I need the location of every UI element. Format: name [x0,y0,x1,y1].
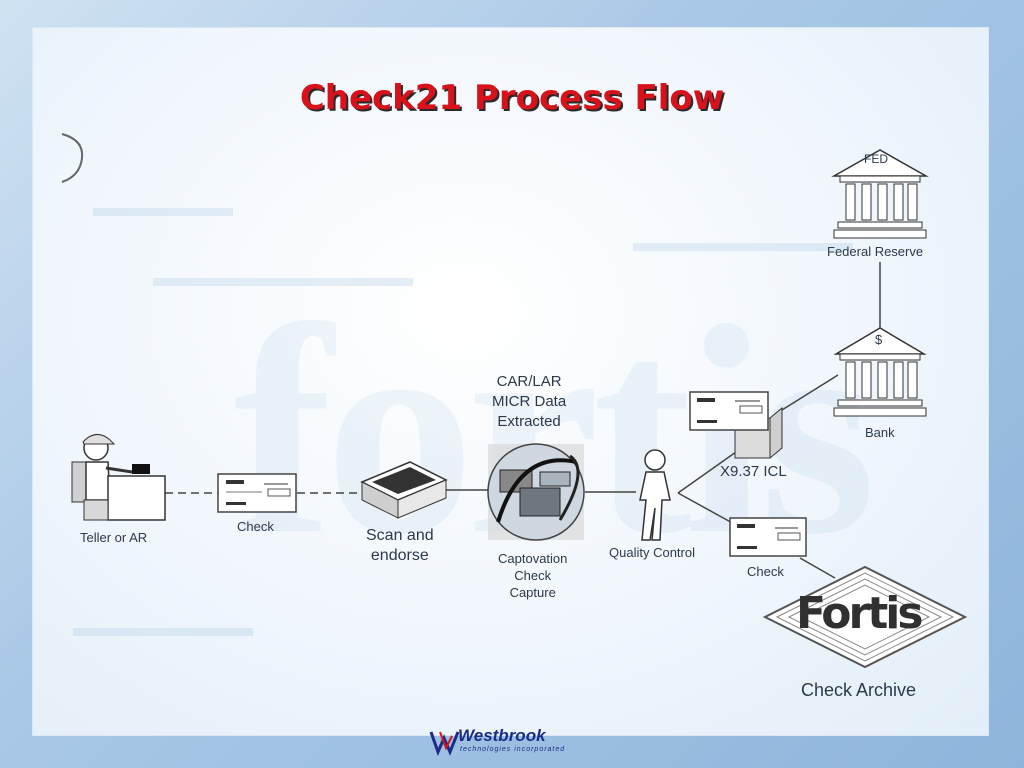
fortis-logo-text: Fortis [796,588,924,639]
connectors [165,262,881,579]
check-label: Check [747,564,784,579]
capture-label-line: Captovation [498,551,568,566]
fortis-archive-logo [762,565,968,669]
bracket-decoration [61,133,84,183]
connector-qc-check [677,492,737,526]
icl-label: X9.37 ICL [720,463,787,480]
scan-endorse-label-line: endorse [370,547,429,564]
decor-strip [153,278,413,286]
bank-symbol: $ [875,332,883,347]
decor-strip [73,628,253,636]
micr-data-label-line: CAR/LAR [496,373,562,390]
bank-label: Bank [865,425,895,440]
check-icon [729,517,807,557]
micr-data-label: CAR/LAR MICR Data Extracted [492,372,566,432]
teller-icon [71,434,166,521]
check-icon [217,473,297,513]
decor-strip [93,208,233,216]
teller-label: Teller or AR [80,530,148,545]
scan-endorse-label: Scan and endorse [366,526,434,566]
check-archive-label: Check Archive [801,680,917,700]
connector-qc-icl [677,451,737,494]
icl-package-icon [689,391,783,459]
federal-reserve-building-icon [831,149,929,239]
federal-reserve-label: Federal Reserve [827,244,924,259]
connector-icl-bank [781,374,839,411]
fed-sign: FED [864,152,888,166]
westbrook-logo-subtitle: technologies incorporated [460,746,566,753]
connector-check-archive [799,557,836,579]
quality-control-person-icon [639,449,671,541]
capture-label-line: Check [514,568,552,583]
check-label: Check [237,519,274,534]
scanner-icon [360,461,448,519]
westbrook-logo-text: Westbrook [458,726,546,745]
capture-label-line: Capture [509,585,556,600]
scan-endorse-label-line: Scan and [366,527,434,544]
capture-station-icon [487,443,585,541]
bank-building-icon [833,327,927,417]
micr-data-label-line: Extracted [497,413,561,430]
westbrook-logo-mark [429,731,460,757]
decor-strip [633,243,853,251]
capture-label: Captovation Check Capture [498,550,567,601]
micr-data-label-line: MICR Data [492,393,567,410]
quality-control-label: Quality Control [609,545,695,560]
slide-title: Check21 Process Flow [299,78,725,118]
westbrook-logo: Westbrook technologies incorporated [430,724,600,760]
